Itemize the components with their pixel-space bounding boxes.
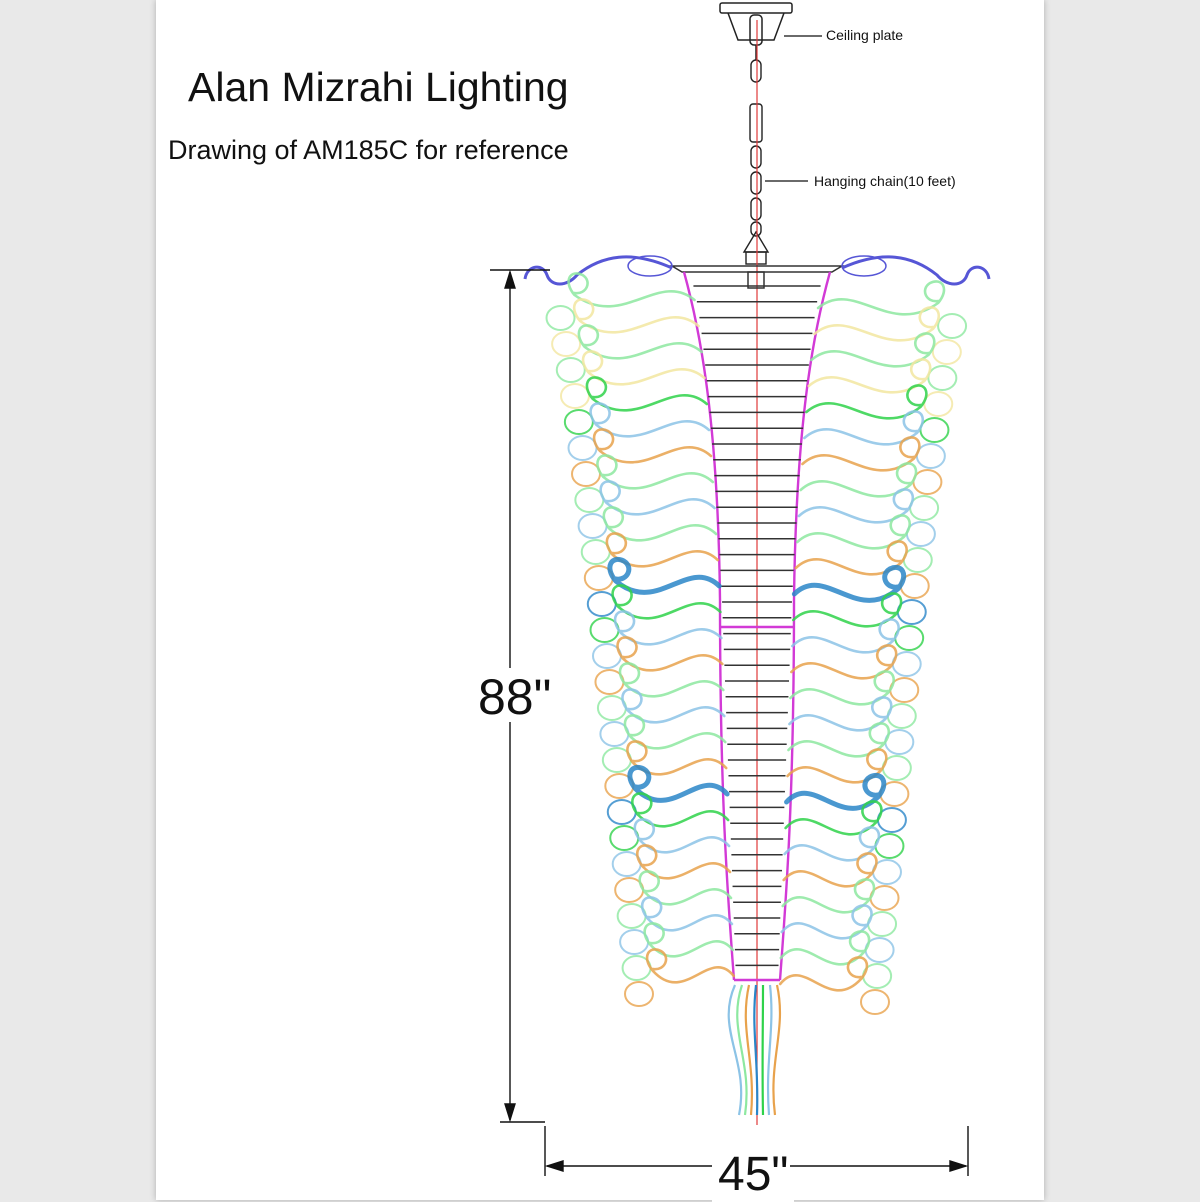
glass-tendril	[640, 871, 731, 904]
glass-bulb	[933, 340, 961, 364]
glass-bulb	[920, 418, 948, 442]
glass-bulb	[910, 496, 938, 520]
glass-tendril-top	[842, 257, 989, 284]
glass-bulb	[569, 436, 597, 460]
glass-bulb	[561, 384, 589, 408]
glass-tendril-bottom	[773, 985, 780, 1115]
glass-tendril	[637, 845, 730, 878]
glass-bulb	[557, 358, 585, 382]
glass-tendril	[783, 879, 874, 912]
glass-bulb	[547, 306, 575, 330]
glass-tendril	[642, 897, 732, 930]
height-dimension-line	[490, 270, 550, 1122]
glass-bulb	[552, 332, 580, 356]
glass-bulb	[572, 462, 600, 486]
glass-bulb	[565, 410, 593, 434]
glass-tendril-bottom	[768, 985, 771, 1115]
glass-tendril	[780, 957, 867, 990]
glass-bulb	[917, 444, 945, 468]
glass-tendril	[784, 853, 877, 886]
glass-bulb	[575, 488, 603, 512]
glass-bulb	[861, 990, 889, 1014]
glass-tendril	[781, 931, 869, 964]
width-dimension-line	[545, 1126, 968, 1176]
glass-tendril-bottom	[729, 985, 741, 1115]
glass-tendril	[782, 905, 872, 938]
hanging-chain	[744, 60, 768, 264]
glass-bulb	[625, 982, 653, 1006]
ceiling-plate	[720, 3, 792, 60]
glass-tendril	[647, 949, 734, 982]
glass-bulb	[924, 392, 952, 416]
leader-lines	[765, 36, 822, 181]
glass-bulb	[938, 314, 966, 338]
glass-bulb	[913, 470, 941, 494]
glass-bulb	[928, 366, 956, 390]
glass-bulb	[579, 514, 607, 538]
glass-tendril	[645, 923, 733, 956]
